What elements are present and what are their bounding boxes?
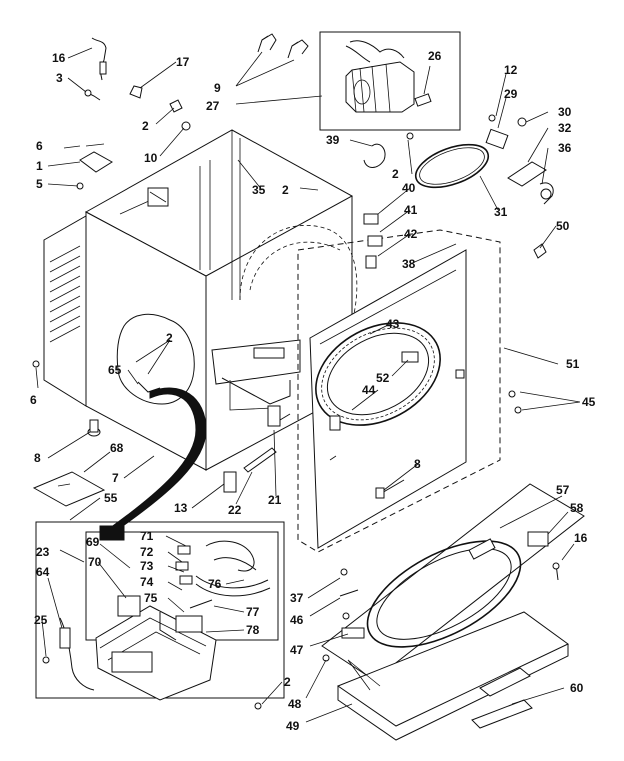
callout-10: 10 <box>144 151 158 165</box>
callout-38: 38 <box>402 257 416 271</box>
callout-64: 64 <box>36 565 50 579</box>
callout-6-side: 6 <box>30 393 37 407</box>
top-clips <box>257 33 309 59</box>
top-panel-assembly <box>321 483 585 681</box>
callout-7: 7 <box>112 471 119 485</box>
callout-12: 8 <box>414 457 421 471</box>
front-panel <box>297 229 501 553</box>
callout-73: 73 <box>140 559 154 573</box>
callout-31: 30 <box>558 105 572 119</box>
misc-screws <box>32 360 522 710</box>
callout-5: 5 <box>36 177 43 191</box>
callout-26: 26 <box>428 49 442 63</box>
callout-35: 35 <box>252 183 266 197</box>
callout-75: 75 <box>144 591 158 605</box>
callout-71: 71 <box>140 529 154 543</box>
callout-74: 74 <box>140 575 154 589</box>
callout-37: 37 <box>290 591 304 605</box>
callout-25: 25 <box>34 613 48 627</box>
callout-2-top: 2 <box>142 119 149 133</box>
idler-brackets-right <box>485 114 554 259</box>
callout-77: 77 <box>246 605 260 619</box>
drive-belt <box>414 143 490 189</box>
callout-9: 9 <box>214 81 221 95</box>
callout-47: 47 <box>290 643 304 657</box>
switches <box>363 132 414 269</box>
lower-inset-box <box>35 521 285 701</box>
callout-30: 31 <box>494 205 508 219</box>
toe-panel-hardware <box>223 405 291 493</box>
callout-18: 16 <box>574 531 588 545</box>
callout-2-switch: 2 <box>392 167 399 181</box>
callout-41: 41 <box>404 203 418 217</box>
callout-21: 21 <box>268 493 282 507</box>
callout-60: 60 <box>570 681 584 695</box>
callout-42: 42 <box>404 227 418 241</box>
callout-8: 8 <box>34 451 41 465</box>
callout-76: 76 <box>208 577 222 591</box>
callout-1: 1 <box>36 159 43 173</box>
callout-58: 58 <box>570 501 584 515</box>
callout-29: 29 <box>504 87 518 101</box>
callout-32: 32 <box>558 121 572 135</box>
callout-6-top: 6 <box>36 139 43 153</box>
callout-43: 43 <box>386 317 400 331</box>
callout-72: 72 <box>140 545 154 559</box>
exhaust-duct <box>99 387 207 541</box>
callout-23: 23 <box>36 545 50 559</box>
cabinet-body <box>84 129 358 471</box>
left-side-panel <box>43 143 113 407</box>
callout-labels: 16 3 17 9 27 2 10 6 1 5 35 2 26 39 2 40 … <box>30 49 596 733</box>
callout-48: 48 <box>288 697 302 711</box>
callout-3: 3 <box>56 71 63 85</box>
callout-2-cabinet: 2 <box>282 183 289 197</box>
callout-69: 69 <box>86 535 100 549</box>
callout-78: 78 <box>246 623 260 637</box>
callout-49: 49 <box>286 719 300 733</box>
callout-11: 12 <box>504 63 518 77</box>
callout-70: 70 <box>88 555 102 569</box>
callout-2-window: 2 <box>166 331 173 345</box>
callout-46: 46 <box>290 613 304 627</box>
callout-52: 52 <box>376 371 390 385</box>
callout-65: 65 <box>108 363 122 377</box>
motor-inset-box <box>319 31 461 131</box>
callout-68: 68 <box>110 441 124 455</box>
bottom-panel-assembly <box>322 611 569 741</box>
callout-16: 16 <box>52 51 66 65</box>
small-parts-upper-left <box>84 37 191 131</box>
callout-57: 57 <box>556 483 570 497</box>
callout-27: 27 <box>206 99 220 113</box>
callout-36: 36 <box>558 141 572 155</box>
callout-22: 22 <box>228 503 242 517</box>
callout-17: 17 <box>176 55 190 69</box>
callout-39: 39 <box>326 133 340 147</box>
callout-55: 55 <box>104 491 118 505</box>
callout-44: 44 <box>362 383 376 397</box>
callout-50: 50 <box>556 219 570 233</box>
callout-40: 40 <box>402 181 416 195</box>
callout-2-bottom: 2 <box>284 675 291 689</box>
callout-13: 13 <box>174 501 188 515</box>
callout-51: 51 <box>566 357 580 371</box>
leader-lines <box>35 47 581 723</box>
foot-and-pad <box>32 419 106 507</box>
callout-45: 45 <box>582 395 596 409</box>
